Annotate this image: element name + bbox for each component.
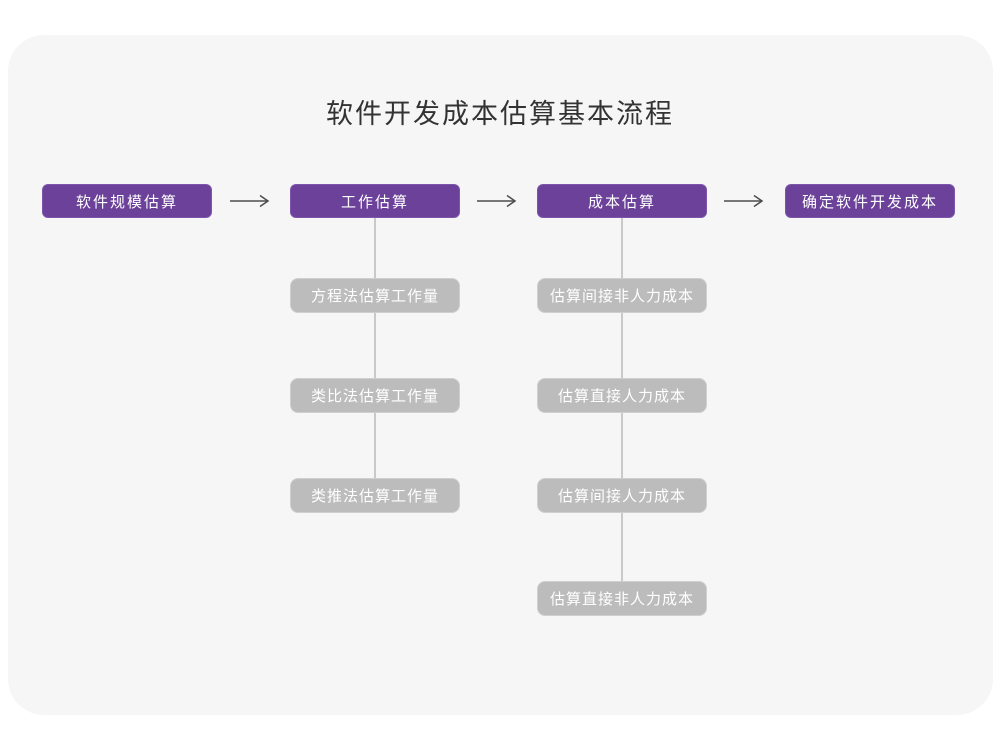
substep-equation-method-workload: 方程法估算工作量 <box>290 278 460 313</box>
substep-label: 类比法估算工作量 <box>310 388 439 405</box>
substep-analogy-method-workload: 类比法估算工作量 <box>290 378 460 413</box>
substep-direct-non-labor-cost: 估算直接非人力成本 <box>537 581 707 616</box>
stage-cost-estimation: 成本估算 <box>537 184 707 218</box>
stage-label: 软件规模估算 <box>75 193 178 211</box>
diagram-card <box>8 35 993 715</box>
substep-indirect-non-labor-cost: 估算间接非人力成本 <box>537 278 707 313</box>
arrow-right-icon <box>475 193 519 209</box>
substep-label: 类推法估算工作量 <box>310 488 439 505</box>
stage-software-size-estimation: 软件规模估算 <box>42 184 212 218</box>
substep-label: 方程法估算工作量 <box>310 288 439 305</box>
stage-label: 成本估算 <box>587 193 656 211</box>
connector-line-work-estimation <box>374 217 376 497</box>
substep-extrapolation-method-workload: 类推法估算工作量 <box>290 478 460 513</box>
substep-indirect-labor-cost: 估算间接人力成本 <box>537 478 707 513</box>
stage-work-estimation: 工作估算 <box>290 184 460 218</box>
arrow-right-icon <box>228 193 272 209</box>
substep-label: 估算间接非人力成本 <box>549 288 694 305</box>
diagram-title: 软件开发成本估算基本流程 <box>326 99 674 129</box>
stage-label: 确定软件开发成本 <box>801 193 938 211</box>
substep-label: 估算直接非人力成本 <box>549 591 694 608</box>
stage-determine-development-cost: 确定软件开发成本 <box>785 184 955 218</box>
substep-label: 估算直接人力成本 <box>557 388 686 405</box>
substep-label: 估算间接人力成本 <box>557 488 686 505</box>
arrow-right-icon <box>722 193 766 209</box>
substep-direct-labor-cost: 估算直接人力成本 <box>537 378 707 413</box>
stage-label: 工作估算 <box>340 193 409 211</box>
